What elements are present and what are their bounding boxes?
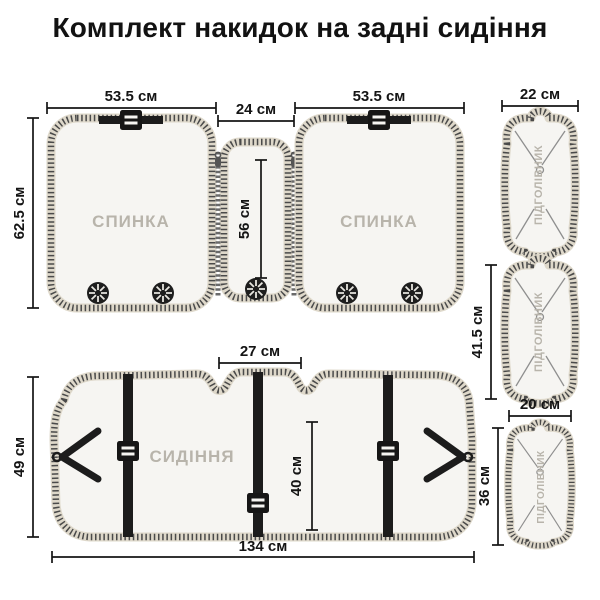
backrest-left-grommet-icon xyxy=(151,281,175,305)
dim-backrest-height: 62.5 см xyxy=(11,117,39,309)
middle-section-piece xyxy=(214,137,298,303)
seat-stitching xyxy=(50,368,476,541)
headrest-middle-piece: ПІДГОЛІВНИК xyxy=(505,258,576,403)
backrest-right-grommet-icon xyxy=(400,281,424,305)
headrest-top-piece: ПІДГОЛІВНИК xyxy=(505,111,576,256)
dim-value: 53.5 см xyxy=(105,88,158,105)
seat-label: СИДІННЯ xyxy=(149,447,234,466)
dim-seat-width: 134 см xyxy=(51,538,475,563)
backrest-right-buckle-icon xyxy=(368,110,390,130)
backrest-left-label: СПИНКА xyxy=(92,212,170,231)
dim-value: 56 см xyxy=(236,199,253,239)
dim-middle-width: 24 см xyxy=(217,101,295,127)
dim-backrest-right-width: 53.5 см xyxy=(294,88,465,114)
backrest-left-grommet-icon xyxy=(86,281,110,305)
dim-seat-height: 49 см xyxy=(11,376,39,538)
middle-grommet-icon xyxy=(244,277,268,301)
dim-value: 20 см xyxy=(520,396,560,413)
backrest-right-grommet-icon xyxy=(335,281,359,305)
dim-middle-height: 56 см xyxy=(236,159,267,279)
seat-piece: СИДІННЯ xyxy=(49,367,477,542)
headrest-middle-label: ПІДГОЛІВНИК xyxy=(533,292,545,372)
dim-value: 49 см xyxy=(11,437,28,477)
dim-value: 62.5 см xyxy=(11,187,28,240)
seat-side-strap-right xyxy=(423,427,467,483)
headrest-bottom-label: ПІДГОЛІВНИК xyxy=(536,450,547,524)
backrest-right-stitching xyxy=(295,114,464,312)
dim-headrest-middle-height: 41.5 см xyxy=(469,264,497,400)
headrest-bottom-piece: ПІДГОЛІВНИК xyxy=(508,422,571,545)
page-title: Комплект накидок на задні сидіння xyxy=(52,12,548,43)
dim-value: 41.5 см xyxy=(469,306,486,359)
hook-icon xyxy=(462,451,474,463)
dim-seat-inner-height: 40 см xyxy=(288,421,318,531)
dim-value: 24 см xyxy=(236,101,276,118)
backrest-left-buckle-icon xyxy=(120,110,142,130)
dim-headrest-bottom-height: 36 см xyxy=(476,427,504,546)
backrest-left-piece: СПИНКА xyxy=(46,110,217,313)
dim-value: 22 см xyxy=(520,86,560,103)
dim-value: 27 см xyxy=(240,343,280,360)
dim-value: 40 см xyxy=(288,456,305,496)
seat-side-strap-left xyxy=(58,427,102,483)
seat-buckle-icon xyxy=(247,493,269,513)
seat-buckle-icon xyxy=(377,441,399,461)
seat-strap xyxy=(253,372,263,537)
dim-seat-notch-width: 27 см xyxy=(218,343,302,369)
backrest-right-piece: СПИНКА xyxy=(294,110,465,313)
hook-icon xyxy=(51,451,63,463)
dim-headrest-top-width: 22 см xyxy=(501,86,579,112)
middle-section-shape xyxy=(219,137,293,303)
backrest-right-label: СПИНКА xyxy=(340,212,418,231)
dim-value: 36 см xyxy=(476,466,493,506)
dim-value: 53.5 см xyxy=(353,88,406,105)
headrest-top-label: ПІДГОЛІВНИК xyxy=(533,145,545,225)
middle-section-stitching xyxy=(220,138,292,302)
zipper-pull-icon xyxy=(214,151,222,168)
dim-headrest-bottom-width: 20 см xyxy=(508,396,572,422)
seat-buckle-icon xyxy=(117,441,139,461)
backrest-left-stitching xyxy=(47,114,216,312)
dim-backrest-left-width: 53.5 см xyxy=(46,88,217,114)
dim-value: 134 см xyxy=(239,538,288,555)
